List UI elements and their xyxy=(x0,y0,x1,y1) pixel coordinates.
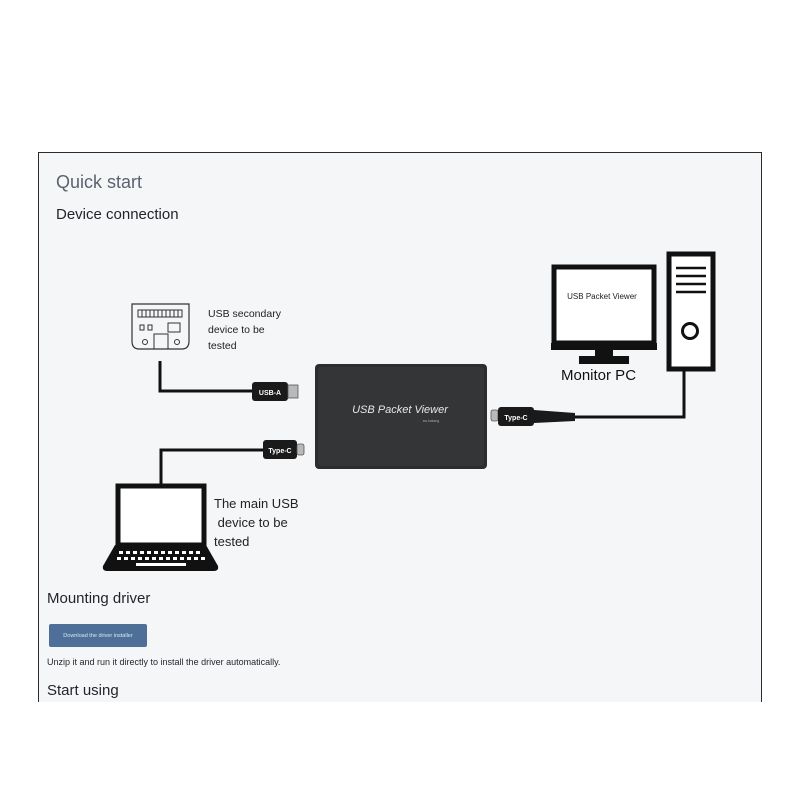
cable-secondary-device xyxy=(158,361,253,393)
page-title: Quick start xyxy=(56,172,143,192)
type-c-right-label: Type-C xyxy=(504,415,527,422)
device-connection-heading: Device connection xyxy=(56,206,179,223)
monitor-pc-label: Monitor PC xyxy=(561,367,637,384)
cable-monitor-pc xyxy=(575,363,686,419)
monitor-screen-text: USB Packet Viewer xyxy=(567,292,637,301)
type-c-connector-right: Type-C xyxy=(490,407,575,426)
usb-a-label: USB-A xyxy=(259,390,281,397)
laptop-icon xyxy=(102,483,219,571)
driver-instructions: Unzip it and run it directly to install … xyxy=(47,657,281,667)
usb-packet-viewer-box: USB Packet Viewer sw.hokang xyxy=(315,364,487,469)
usb-secondary-device-icon xyxy=(131,303,190,350)
connection-diagram: USB-A Type-C USB Packet Viewer sw.hokang… xyxy=(102,251,716,571)
download-driver-button[interactable]: Download the driver installer xyxy=(49,624,147,647)
mounting-driver-heading: Mounting driver xyxy=(47,590,151,607)
pc-tower-icon xyxy=(666,251,716,372)
quick-start-panel: Quick start Device connection xyxy=(38,152,762,702)
start-using-heading: Start using xyxy=(47,682,119,699)
box-label: USB Packet Viewer xyxy=(352,404,449,416)
cable-laptop xyxy=(159,448,265,488)
type-c-connector-left: Type-C xyxy=(263,440,305,459)
monitor-icon: USB Packet Viewer xyxy=(551,264,657,364)
type-c-left-label: Type-C xyxy=(268,448,291,455)
secondary-device-label: USB secondary device to be tested xyxy=(208,308,281,352)
main-device-label: The main USB device to be tested xyxy=(214,496,299,549)
usb-a-connector: USB-A xyxy=(252,382,299,401)
box-sublabel: sw.hokang xyxy=(423,419,440,423)
